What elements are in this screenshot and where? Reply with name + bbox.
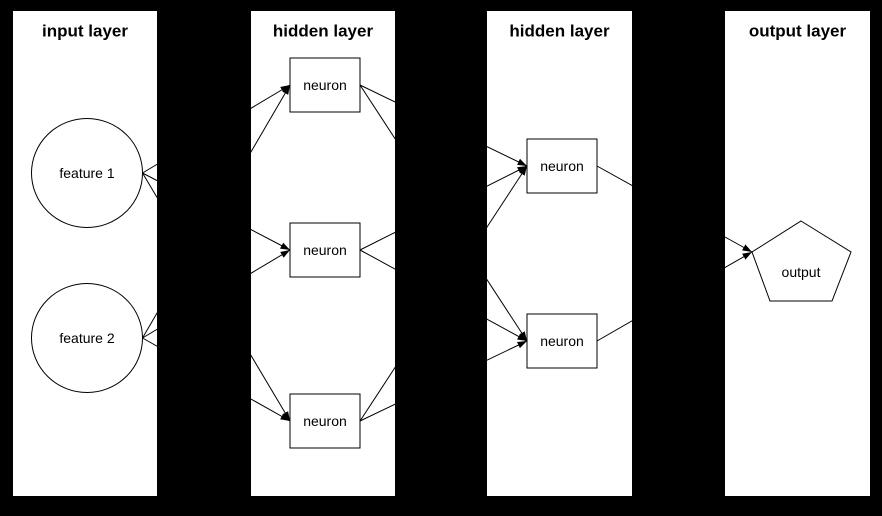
panel-hidden-layer-2 xyxy=(487,11,632,496)
node-output xyxy=(751,220,852,302)
edge-feature2-to-h1n1 xyxy=(142,84,291,339)
edge-h1n3-to-h2n1 xyxy=(359,165,528,422)
node-output-label: output xyxy=(782,264,821,280)
edge-h1n2-to-h2n2 xyxy=(359,249,528,342)
edge-h2n1-to-out xyxy=(596,165,753,253)
edge-h2n2-to-out xyxy=(596,251,753,342)
node-hidden1-neuron-3-label: neuron xyxy=(303,413,347,429)
node-feature-1 xyxy=(31,118,143,228)
node-feature-1-label: feature 1 xyxy=(59,165,114,181)
panel-titles: input layer hidden layer hidden layer ou… xyxy=(42,22,847,41)
node-hidden1-neuron-2 xyxy=(289,222,361,278)
node-feature-2 xyxy=(31,283,143,393)
edge-layer xyxy=(142,84,753,422)
panel-title-hidden-2: hidden layer xyxy=(509,22,610,41)
edge-h1n2-to-h2n1 xyxy=(359,165,528,251)
nodes: feature 1 feature 2 neuron neuron neuron… xyxy=(31,57,852,449)
edge-feature1-to-h1n3 xyxy=(142,172,291,422)
node-hidden1-neuron-2-label: neuron xyxy=(303,242,347,258)
panel-title-hidden-1: hidden layer xyxy=(273,22,374,41)
node-hidden1-neuron-3 xyxy=(289,393,361,449)
panel-title-output: output layer xyxy=(749,22,847,41)
panel-title-input: input layer xyxy=(42,22,128,41)
edge-h1n3-to-h2n2 xyxy=(359,340,528,422)
node-hidden2-neuron-2 xyxy=(526,313,598,369)
edge-h1n1-to-h2n2 xyxy=(359,84,528,342)
panel-input-layer xyxy=(13,11,157,496)
node-hidden2-neuron-2-label: neuron xyxy=(540,333,584,349)
edge-feature2-to-h1n3 xyxy=(142,337,291,422)
node-hidden2-neuron-1-label: neuron xyxy=(540,158,584,174)
node-feature-2-label: feature 2 xyxy=(59,330,114,346)
node-hidden1-neuron-1 xyxy=(289,57,361,113)
edge-feature2-to-h1n2 xyxy=(142,249,291,339)
edge-h1n1-to-h2n1 xyxy=(359,84,528,167)
node-hidden2-neuron-1 xyxy=(526,138,598,194)
node-hidden1-neuron-1-label: neuron xyxy=(303,77,347,93)
edge-feature1-to-h1n1 xyxy=(142,84,291,174)
